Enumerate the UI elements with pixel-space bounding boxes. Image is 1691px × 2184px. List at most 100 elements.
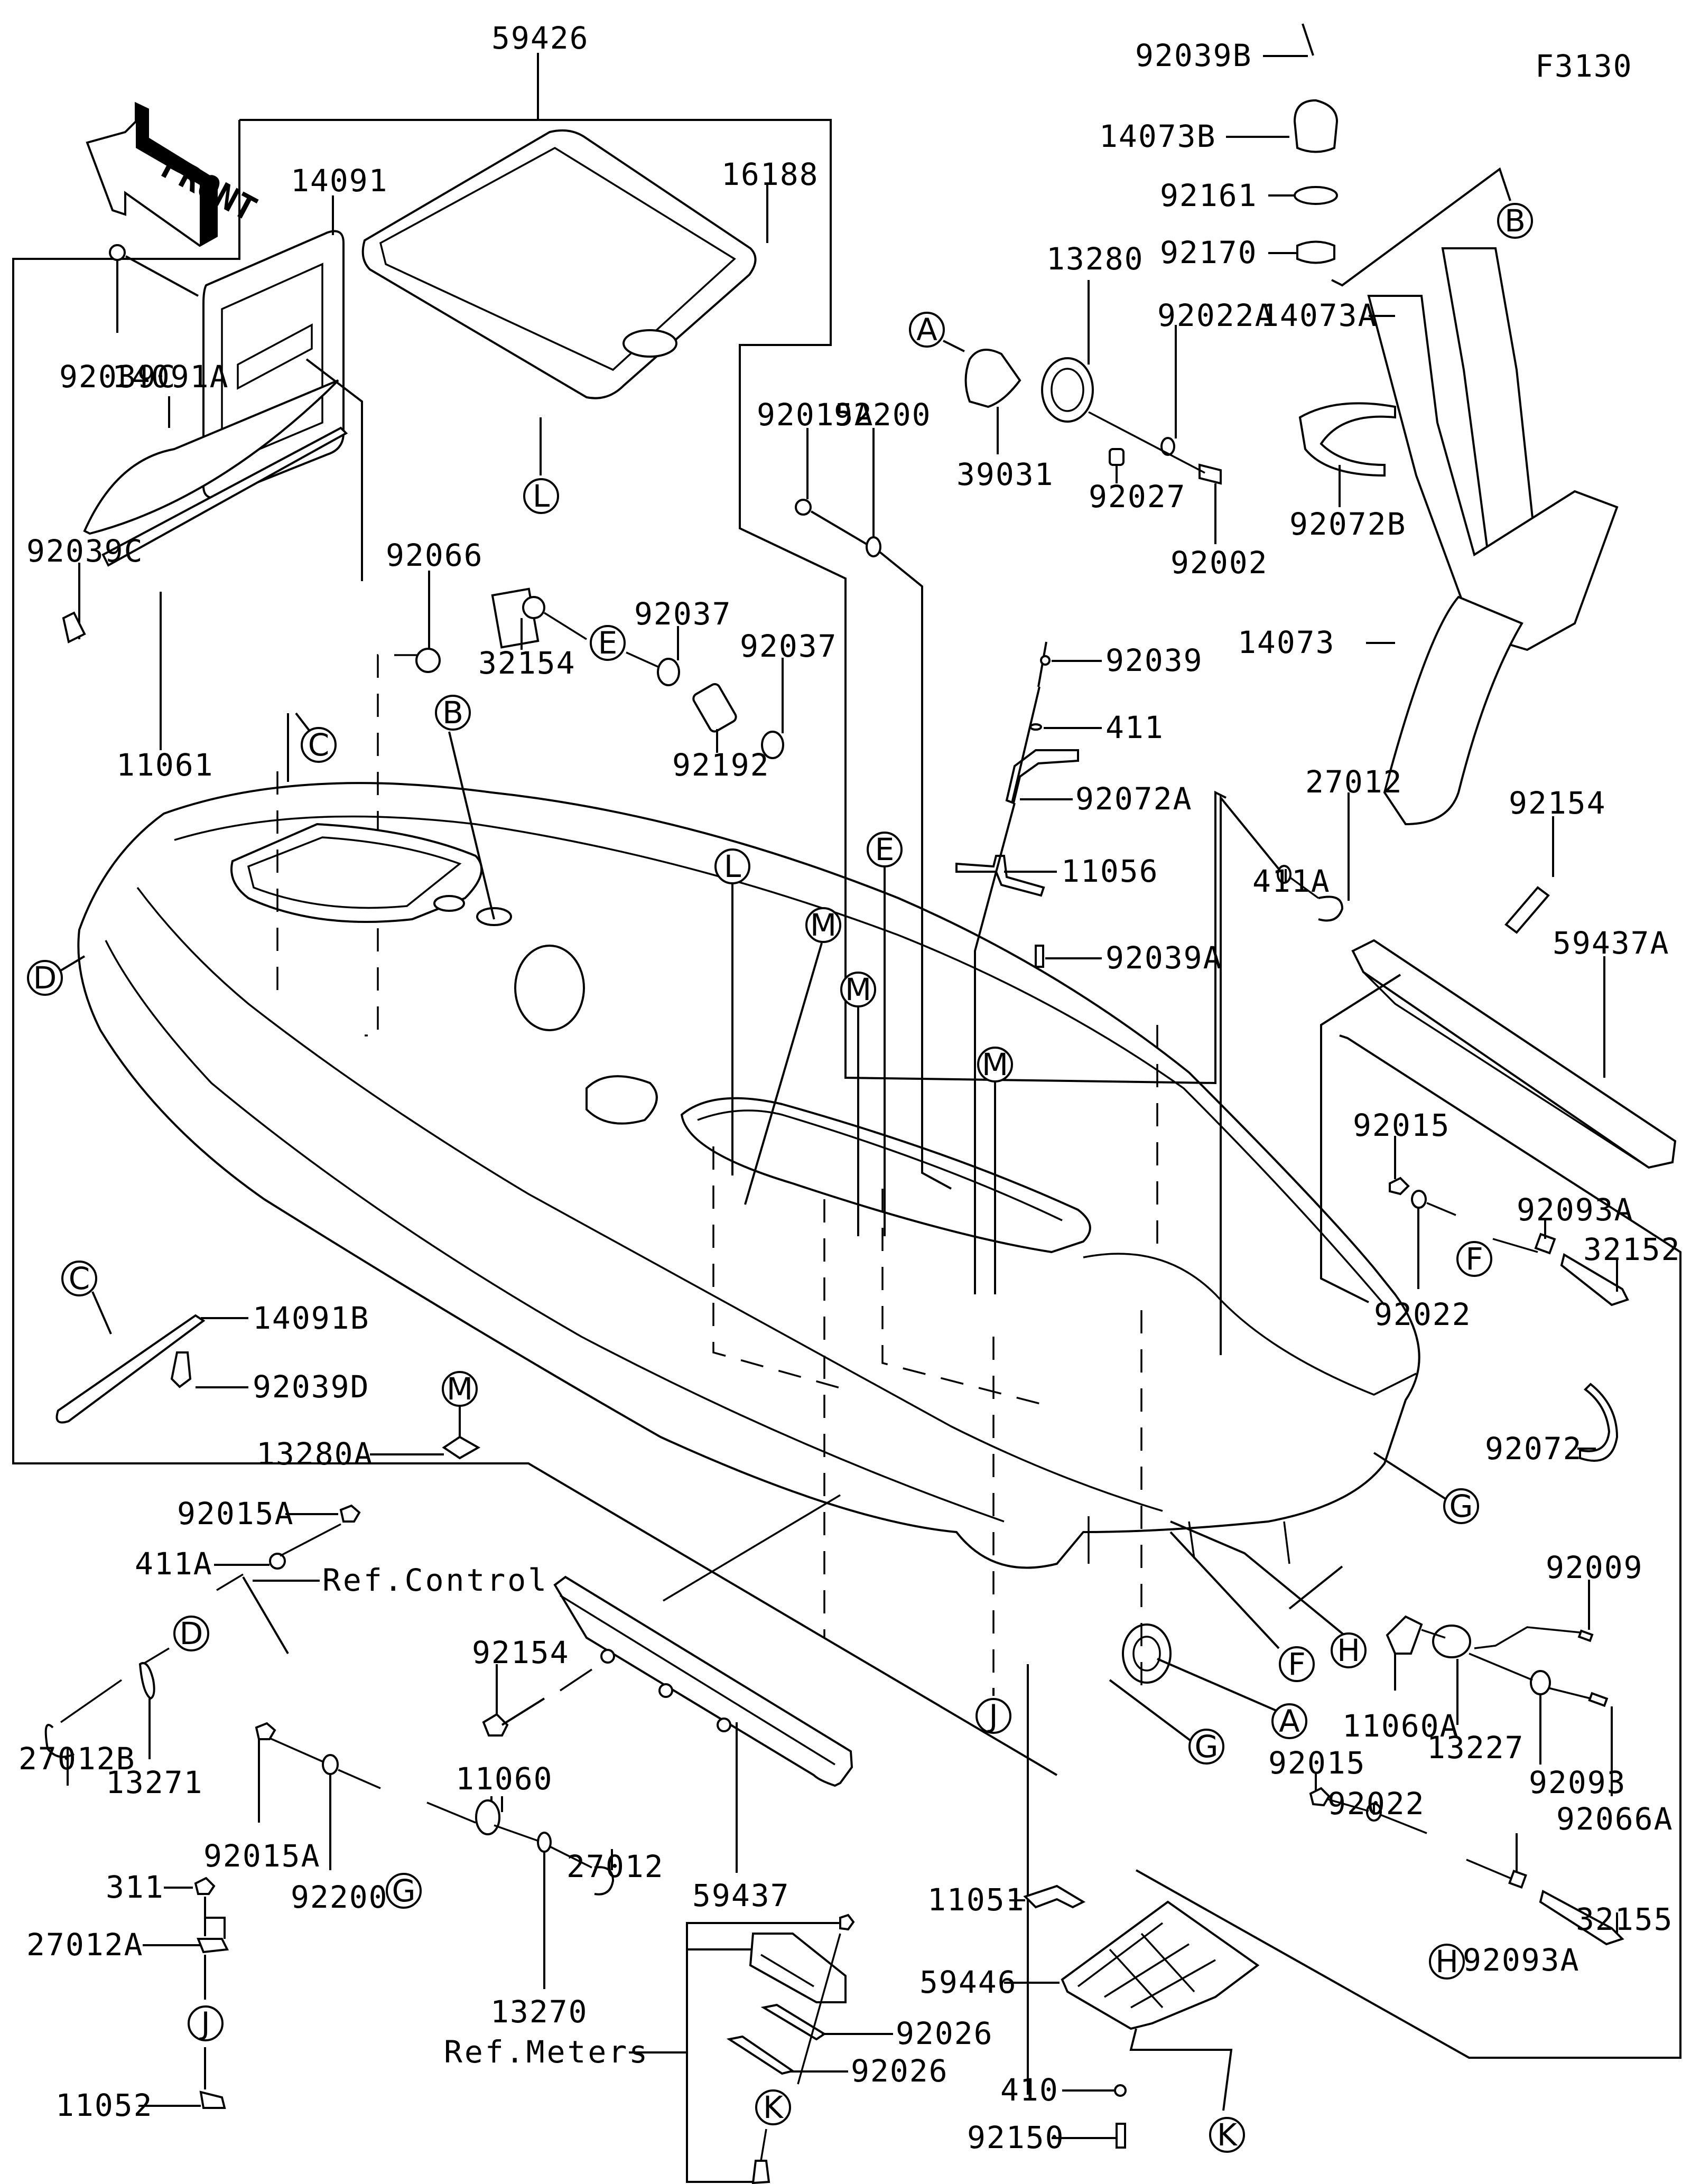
label-11052: 11052 [55,2087,153,2123]
callout-K-right: K [1209,2117,1245,2153]
svg-text:M: M [810,907,837,943]
callout-B-hull: B [435,695,471,731]
label-311: 311 [106,1869,164,1905]
clamp-92072 [1579,1383,1619,1462]
label-59437A: 59437A [1553,925,1670,961]
svg-text:C: C [69,1261,90,1296]
leader-B-hull [448,731,495,920]
label-92027: 92027 [1089,479,1186,515]
label-92093: 92093 [1529,1765,1627,1800]
callout-M-2: M [840,972,876,1007]
label-410: 410 [1000,2072,1059,2108]
svg-text:J: J [987,1698,998,1734]
label-92026-b: 92026 [851,2053,949,2089]
label-92015A-bottom: 92015A [203,1838,321,1874]
svg-text:G: G [1450,1488,1473,1524]
label-92037-b: 92037 [740,628,838,664]
label-14091B: 14091B [253,1300,370,1336]
bracket-line-B [1331,167,1511,287]
hull-body [77,782,1420,1684]
sponson-59437A [1320,816,1677,1303]
label-92200-top: 92200 [834,397,932,433]
callout-K-left: K [755,2089,791,2125]
fitting-group-F [1389,1136,1629,1306]
label-92161: 92161 [1160,178,1258,213]
label-39031: 39031 [956,456,1054,492]
cable-group-D [44,1504,361,1786]
label-92072A: 92072A [1075,781,1193,817]
svg-text:A: A [916,312,937,348]
svg-text:C: C [308,727,330,763]
leader-92066-hidden [365,654,417,1037]
label-92002: 92002 [1170,545,1268,581]
svg-text:B: B [442,695,463,731]
svg-text:A: A [1279,1703,1300,1739]
group-frame-left [12,120,1058,1776]
label-14091: 14091 [291,163,388,199]
callout-H-right: H [1429,1944,1465,1980]
center-fasteners [955,641,1102,1294]
callout-J-hull: J [975,1698,1011,1734]
svg-text:G: G [392,1873,416,1909]
callout-D-hull: D [27,960,63,996]
svg-text:B: B [1504,203,1526,239]
leader-D-left [57,955,86,973]
leader-M1 [744,942,823,1205]
drain-assembly-A [943,280,1222,544]
callout-M-1: M [805,907,841,943]
group-frame-main [239,119,1227,1085]
label-27012A: 27012A [26,1927,144,1963]
label-92022-bottom: 92022 [1327,1786,1425,1822]
label-ref-control[interactable]: Ref.Control [322,1562,549,1598]
plug-92066 [415,648,441,673]
label-92026-a: 92026 [896,2015,993,2051]
label-32152: 32152 [1583,1231,1681,1267]
storage-bin-16188 [361,129,768,399]
svg-text:D: D [180,1616,203,1651]
svg-text:M: M [982,1047,1008,1082]
label-59437: 59437 [692,1878,790,1914]
callout-E-hull: E [867,832,903,867]
intake-grate-group [1004,1664,1260,2149]
label-11051: 11051 [927,1882,1025,1918]
label-92093A-bottom: 92093A [1463,1942,1580,1978]
callout-J-left: J [188,2005,224,2041]
callout-M-left: M [442,1371,478,1407]
label-92039C-left: 92039C [26,533,144,569]
label-411: 411 [1105,710,1164,745]
label-92154-left: 92154 [472,1635,570,1670]
label-92015A-top: 92015A [757,397,874,433]
label-27012-top: 27012 [1305,764,1403,800]
drain-plug-group-G [255,1722,615,1989]
connector-group-E [491,587,784,759]
sponson-59437 [482,1494,853,1873]
label-92015-bottom: 92015 [1268,1745,1366,1781]
callout-G-right: G [1443,1488,1479,1524]
label-92022A: 92022A [1157,297,1275,333]
svg-text:E: E [598,625,618,661]
svg-text:K: K [1217,2117,1238,2153]
label-14073A: 14073A [1260,297,1378,333]
label-92072B: 92072B [1289,506,1407,542]
label-ref-meters[interactable]: Ref.Meters [444,2034,649,2070]
label-411A-left: 411A [135,1546,213,1582]
fasteners-27012-411A [1220,792,1350,1355]
label-92039C-top: 92039C [59,359,176,395]
label-59426: 59426 [491,20,589,56]
callout-G-hull: G [1188,1729,1224,1765]
hidden-line-6 [712,1146,846,1390]
figure-code: F3130 [1535,48,1633,84]
svg-text:G: G [1195,1729,1219,1765]
leader-A-trans [1288,1565,1343,1610]
label-92170: 92170 [1160,235,1258,270]
svg-text:E: E [875,832,895,867]
fastener-92039C-top [109,244,199,333]
leader-G-bottom [1109,1679,1195,1744]
cover-14091A [62,379,348,750]
label-92066: 92066 [386,537,484,573]
label-59446: 59446 [919,1964,1017,2000]
meter-bracket-group-K [629,1914,893,2184]
cooling-fitting-group [1309,1580,1624,1946]
callout-B-top: B [1497,203,1533,239]
